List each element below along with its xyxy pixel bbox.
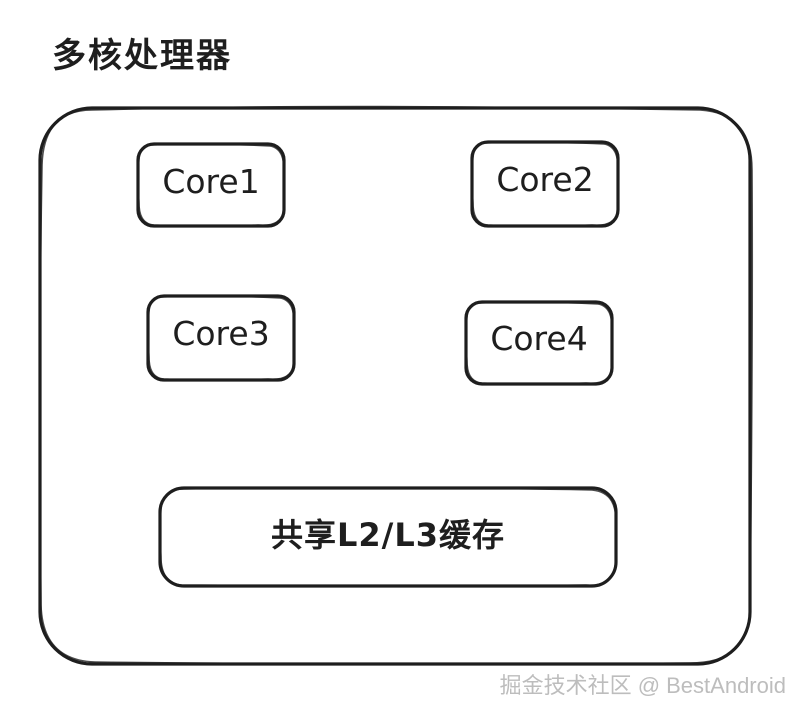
core3-label: Core3 — [172, 314, 270, 353]
cache-label: 共享L2/L3缓存 — [270, 516, 505, 554]
core4-label: Core4 — [490, 319, 588, 358]
diagram-title: 多核处理器 — [52, 36, 232, 76]
core1-label: Core1 — [162, 162, 260, 201]
core2-label: Core2 — [496, 160, 594, 199]
watermark-text: 掘金技术社区 @ BestAndroid — [499, 673, 786, 698]
